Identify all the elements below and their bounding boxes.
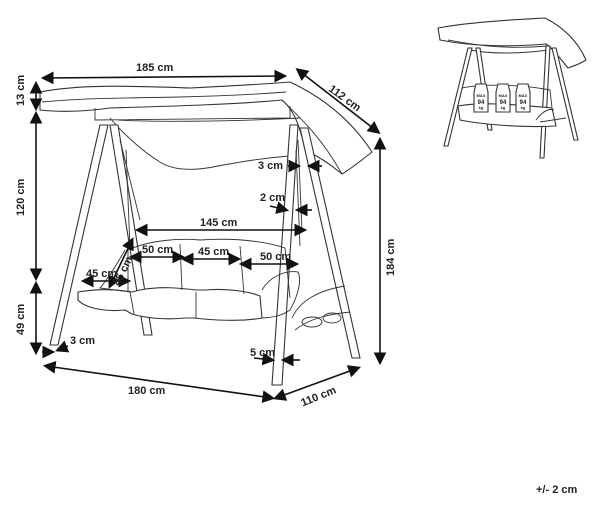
label-leg-offset: 5 cm [250, 347, 275, 359]
weight-tag-3-unit: kg [521, 105, 526, 110]
label-rope-gap: 2 cm [260, 192, 285, 204]
thumbnail-swing: MAX 94 kg MAX 94 kg MAX 94 kg [437, 17, 587, 159]
tolerance-note: +/- 2 cm [536, 484, 578, 496]
dimension-labels: 185 cm 112 cm 13 cm 120 cm 49 cm 184 cm … [15, 62, 397, 409]
label-total-height: 184 cm [385, 238, 397, 276]
bench-backrest [127, 238, 291, 299]
label-canopy-width: 185 cm [136, 62, 174, 74]
weight-tag-1-unit: kg [479, 105, 484, 110]
weight-tag-1-value: 94 [478, 100, 485, 106]
label-cushion-right: 50 cm [260, 251, 291, 263]
label-bench-width: 145 cm [200, 217, 238, 229]
label-upper-height: 120 cm [15, 178, 27, 216]
weight-tag-2-unit: kg [501, 105, 506, 110]
weight-tag-2-value: 94 [500, 100, 507, 106]
label-seat-depth: 45 cm [86, 268, 117, 280]
label-canopy-gap: 3 cm [258, 160, 283, 172]
label-base-width: 180 cm [128, 385, 166, 397]
label-foot-width: 3 cm [70, 335, 95, 347]
weight-tags: MAX 94 kg MAX 94 kg MAX 94 kg [473, 83, 531, 113]
weight-tag-2-label: MAX [499, 93, 508, 98]
bench-seat [77, 287, 263, 321]
weight-tag-1-label: MAX [477, 93, 486, 98]
label-seat-height: 49 cm [15, 304, 27, 335]
label-canopy-height: 13 cm [15, 75, 27, 106]
weight-tag-3-value: 94 [520, 100, 527, 106]
label-cushion-middle: 45 cm [198, 246, 229, 258]
label-cushion-left: 50 cm [142, 244, 173, 256]
canopy [39, 81, 373, 175]
weight-tag-3-label: MAX [519, 93, 528, 98]
dimension-lines [29, 68, 387, 403]
frame-left-leg [49, 124, 109, 346]
swing-drawing [39, 81, 373, 386]
